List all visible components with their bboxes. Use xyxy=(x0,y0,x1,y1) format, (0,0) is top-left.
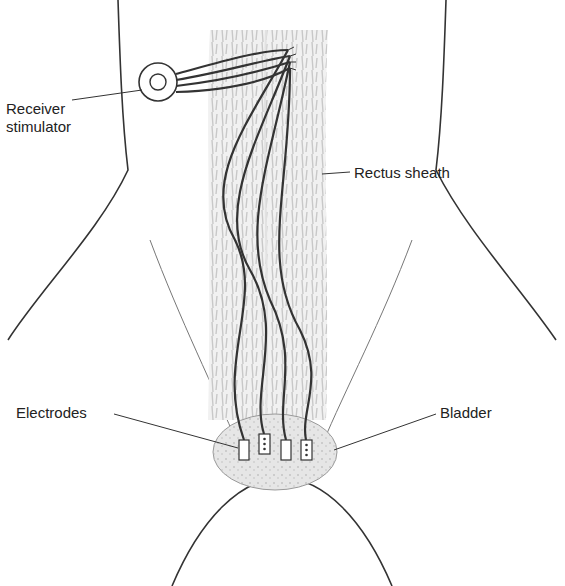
electrodes xyxy=(239,434,312,460)
bladder xyxy=(213,414,337,490)
part-label: Receiver stimulator xyxy=(6,100,98,136)
lead-wires xyxy=(176,50,311,440)
receiver-coil xyxy=(150,74,166,90)
wire-ends xyxy=(288,47,296,70)
part-label: Electrodes xyxy=(16,404,126,422)
crotch-outline xyxy=(172,478,392,586)
part-label: Rectus sheath xyxy=(354,164,494,182)
electrode-contacts xyxy=(263,438,308,457)
body-outline xyxy=(8,0,128,340)
body-outline xyxy=(436,0,556,340)
part-label: Bladder xyxy=(440,404,530,422)
groin-line xyxy=(322,240,412,445)
leader-lines xyxy=(72,90,436,450)
bladder-texture xyxy=(213,414,337,490)
receiver-stimulator xyxy=(139,63,177,101)
